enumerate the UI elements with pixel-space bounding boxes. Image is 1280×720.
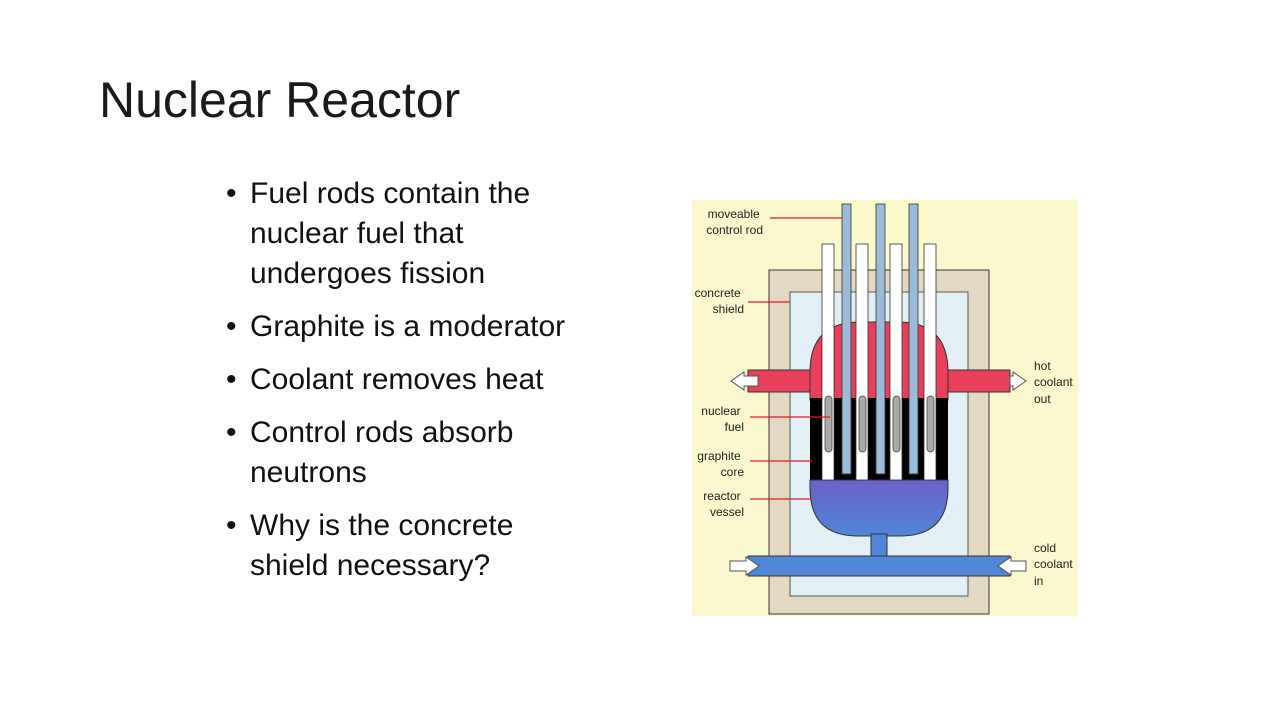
- bullet-dot: •: [226, 363, 237, 396]
- bullet-dot: •: [226, 509, 237, 542]
- bullet-dot: •: [226, 177, 237, 210]
- bullet-dot: •: [226, 310, 237, 343]
- bullet-item: • Coolant removes heat: [226, 360, 626, 400]
- hot-coolant-pipe-right: [945, 369, 1011, 393]
- bullet-item: • Graphite is a moderator: [226, 307, 626, 347]
- leader-lines: [748, 217, 842, 500]
- vessel-stem: [870, 533, 888, 559]
- hot-coolant-out-arrow-right: [1009, 371, 1027, 391]
- fuel-rods: [821, 243, 937, 481]
- bullet-text: Control rods absorb neutrons: [250, 416, 514, 489]
- bullet-item: • Fuel rods contain the nuclear fuel tha…: [226, 174, 626, 294]
- bullet-list: • Fuel rods contain the nuclear fuel tha…: [226, 174, 626, 599]
- bullet-text: Graphite is a moderator: [250, 310, 566, 343]
- label-control-rod: moveable control rod: [706, 207, 763, 237]
- bullet-text: Fuel rods contain the nuclear fuel that …: [250, 177, 531, 290]
- cold-coolant-pipe: [747, 555, 1011, 577]
- slide-title: Nuclear Reactor: [99, 72, 461, 128]
- bullet-item: • Why is the concrete shield necessary?: [226, 506, 626, 586]
- bullet-dot: •: [226, 416, 237, 449]
- bullet-item: • Control rods absorb neutrons: [226, 413, 626, 493]
- control-rods: [841, 203, 919, 475]
- cold-coolant-in-arrow-right: [997, 556, 1027, 576]
- reactor-vessel-bottom: [809, 479, 949, 537]
- label-reactor-vessel: reactor vessel: [703, 489, 744, 519]
- label-concrete-shield: concrete shield: [695, 286, 744, 316]
- cold-coolant-in-arrow-left: [729, 556, 760, 576]
- label-nuclear-fuel: nuclear fuel: [701, 404, 744, 434]
- hot-coolant-out-arrow-left: [730, 371, 759, 391]
- label-cold-coolant-in: cold coolant in: [1034, 541, 1076, 588]
- bullet-text: Why is the concrete shield necessary?: [250, 509, 514, 582]
- label-graphite-core: graphite core: [697, 449, 744, 479]
- label-hot-coolant-out: hot coolant out: [1034, 359, 1076, 406]
- bullet-text: Coolant removes heat: [250, 363, 544, 396]
